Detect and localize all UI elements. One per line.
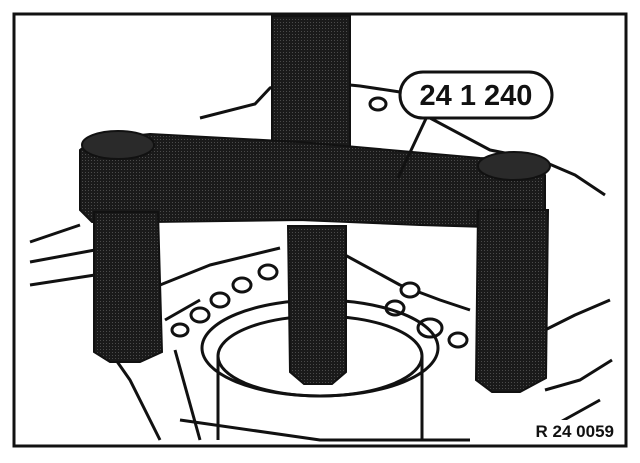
special-tool [79, 15, 551, 393]
tool-callout-text: 24 1 240 [420, 80, 533, 112]
tool-leg-right [474, 209, 550, 393]
callout-leader [396, 109, 432, 179]
tool-spindle-lower [286, 225, 347, 385]
gasket-holes [170, 96, 469, 349]
reference-code: R 24 0059 [536, 422, 614, 441]
tool-leg-left [93, 211, 164, 363]
tool-callout: 24 1 240 [398, 70, 554, 120]
